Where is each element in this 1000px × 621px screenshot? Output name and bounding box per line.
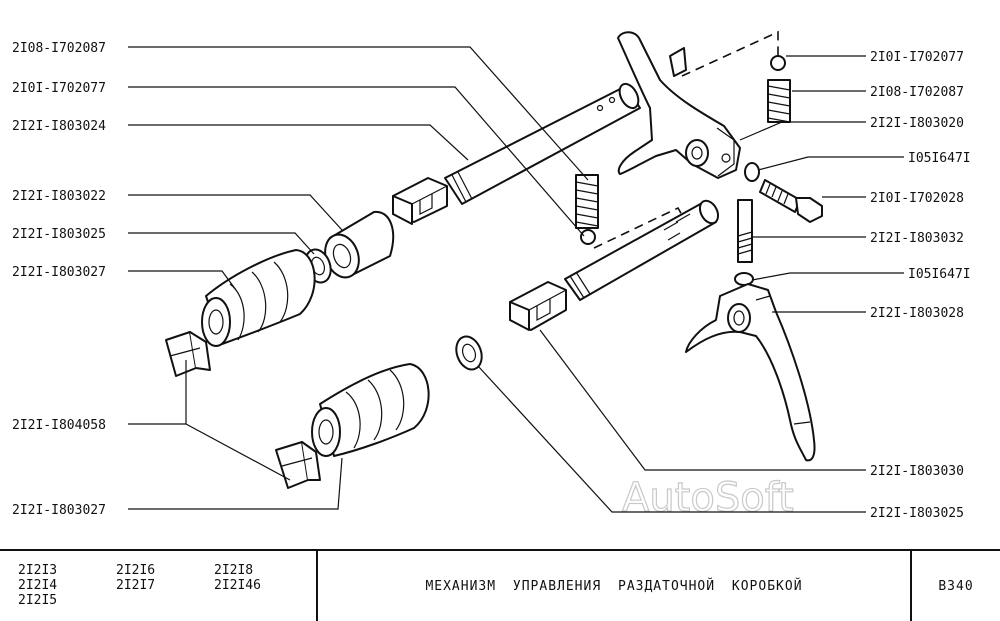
rubber-boot-lower <box>311 363 430 457</box>
callout-r6: 2I2I-I803032 <box>870 231 964 246</box>
fork-stud <box>737 199 753 263</box>
callout-r7: I05I647I <box>908 267 971 282</box>
callout-l7: 2I2I-I804058 <box>12 418 106 433</box>
model-code: 2I2I5 <box>18 593 58 608</box>
callout-r8: 2I2I-I803028 <box>870 306 964 321</box>
lower-shift-rod <box>509 199 720 331</box>
callout-l4: 2I2I-I803022 <box>12 189 106 204</box>
model-code: 2I2I46 <box>214 578 261 593</box>
callout-r10: 2I2I-I803025 <box>870 506 964 521</box>
lower-shift-fork <box>685 283 816 462</box>
leader-lines <box>128 46 904 513</box>
callout-r3: 2I2I-I803020 <box>870 116 964 131</box>
fork-bolt <box>759 179 823 223</box>
callout-r2: 2I08-I702087 <box>870 85 964 100</box>
boot-clip-upper <box>165 331 211 377</box>
model-code: 2I2I8 <box>214 563 254 578</box>
drawing-title-cell: МЕХАНИЗМ УПРАВЛЕНИЯ РАЗДАТОЧНОЙ КОРОБКОЙ <box>318 551 912 621</box>
lock-washer-upper <box>744 162 760 182</box>
assembly-guide-upper <box>681 30 779 77</box>
model-code: 2I2I7 <box>116 578 156 593</box>
callouts-left: 2I08-I702087 2I0I-I702077 2I2I-I803024 2… <box>12 41 106 518</box>
callout-r4: I05I647I <box>908 151 971 166</box>
callout-l5: 2I2I-I803025 <box>12 227 106 242</box>
detent-spring-middle <box>575 174 599 229</box>
detent-ball-middle <box>580 229 596 245</box>
callout-r9: 2I2I-I803030 <box>870 464 964 479</box>
model-code: 2I2I4 <box>18 578 58 593</box>
callout-l8: 2I2I-I803027 <box>12 503 106 518</box>
model-code: 2I2I3 <box>18 563 58 578</box>
callout-l6: 2I2I-I803027 <box>12 265 106 280</box>
callout-l2: 2I0I-I702077 <box>12 81 106 96</box>
callout-l3: 2I2I-I803024 <box>12 119 106 134</box>
washer-lower <box>455 335 483 371</box>
drawing-code: В340 <box>938 578 974 594</box>
rubber-boot-upper <box>201 249 316 347</box>
watermark: AutoSoft <box>622 475 794 521</box>
upper-shift-rod <box>392 82 641 225</box>
lock-washer-lower <box>734 272 754 286</box>
model-list: 2I2I3 2I2I4 2I2I5 2I2I6 2I2I7 2I2I8 2I2I… <box>0 551 318 621</box>
callouts-right: 2I0I-I702077 2I08-I702087 2I2I-I803020 I… <box>870 50 971 521</box>
assembly-guide-middle <box>593 206 687 249</box>
upper-shift-fork <box>617 31 741 179</box>
callout-l1: 2I08-I702087 <box>12 41 106 56</box>
title-block: 2I2I3 2I2I4 2I2I5 2I2I6 2I2I7 2I2I8 2I2I… <box>0 549 1000 621</box>
boot-clip-lower <box>275 441 321 489</box>
detent-ball-upper-right <box>770 55 786 71</box>
drawing-code-cell: В340 <box>912 551 1000 621</box>
drawing-title: МЕХАНИЗМ УПРАВЛЕНИЯ РАЗДАТОЧНОЙ КОРОБКОЙ <box>425 578 803 594</box>
detent-spring-upper-right <box>767 79 791 123</box>
callout-r5: 2I0I-I702028 <box>870 191 964 206</box>
model-code: 2I2I6 <box>116 563 156 578</box>
callout-r1: 2I0I-I702077 <box>870 50 964 65</box>
